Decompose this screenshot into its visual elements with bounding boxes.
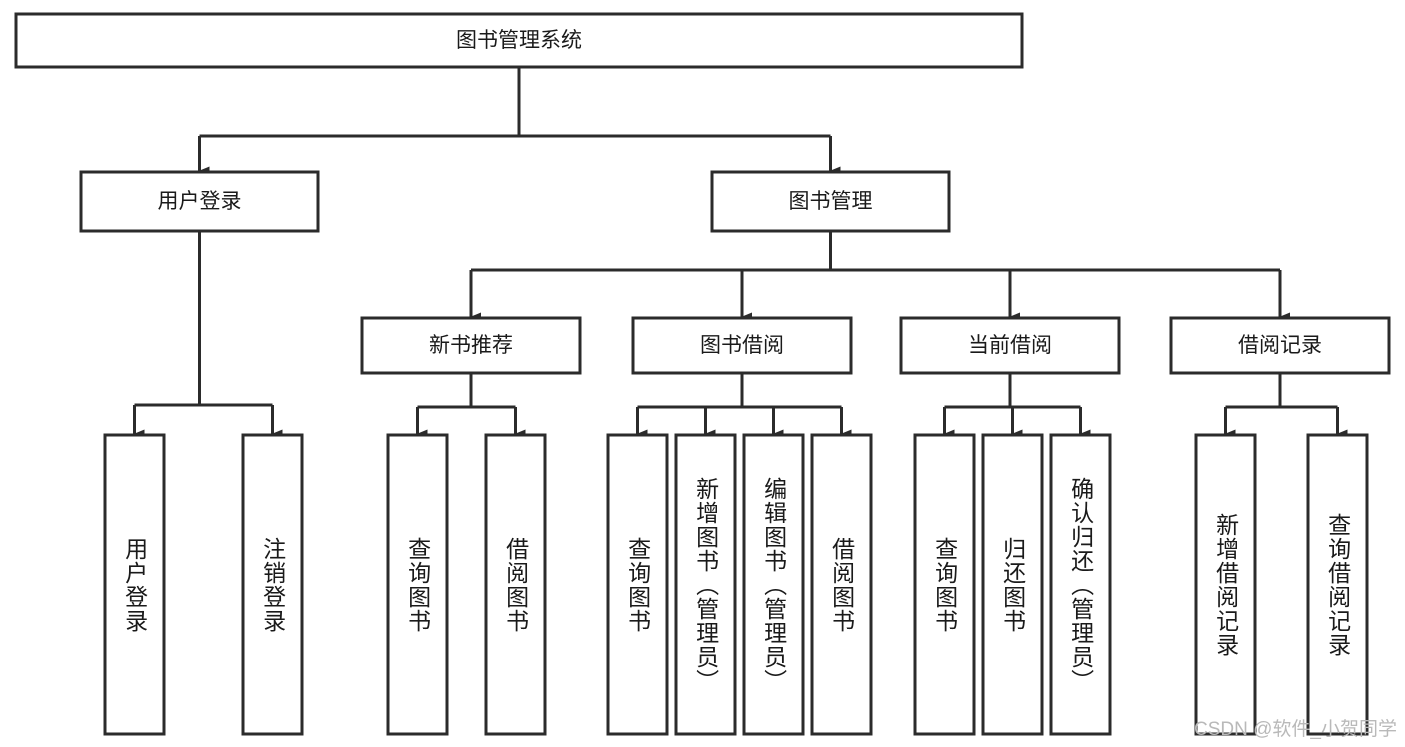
level2-box-label: 用户登录 xyxy=(158,190,242,213)
leaf-box-12[interactable] xyxy=(1194,433,1257,736)
leaf-box-rect[interactable] xyxy=(484,433,547,736)
level3-box-3[interactable]: 当前借阅 xyxy=(899,316,1121,375)
leaf-box-3[interactable] xyxy=(386,433,449,736)
leaf-box-rect[interactable] xyxy=(981,433,1044,736)
level2-box-1[interactable]: 用户登录 xyxy=(79,170,320,233)
leaf-box-9[interactable] xyxy=(913,433,976,736)
leaf-box-rect[interactable] xyxy=(810,433,873,736)
leaf-box-4[interactable] xyxy=(484,433,547,736)
leaf-box-rect[interactable] xyxy=(1306,433,1369,736)
level3-box-label: 新书推荐 xyxy=(429,334,513,357)
leaf-box-rect[interactable] xyxy=(1049,433,1112,736)
leaf-box-rect[interactable] xyxy=(674,433,737,736)
leaf-box-rect[interactable] xyxy=(913,433,976,736)
leaf-box-rect[interactable] xyxy=(606,433,669,736)
level3-box-4[interactable]: 借阅记录 xyxy=(1169,316,1391,375)
level2-box-2[interactable]: 图书管理 xyxy=(710,170,951,233)
level3-box-2[interactable]: 图书借阅 xyxy=(631,316,853,375)
level3-box-1[interactable]: 新书推荐 xyxy=(360,316,582,375)
leaf-box-rect[interactable] xyxy=(742,433,805,736)
level2-box-rect[interactable] xyxy=(79,170,320,233)
level3-box-label: 借阅记录 xyxy=(1238,334,1322,357)
level3-box-rect[interactable] xyxy=(360,316,582,375)
root-box-1[interactable]: 图书管理系统 xyxy=(14,12,1024,69)
leaf-box-13[interactable] xyxy=(1306,433,1369,736)
root-box-rect[interactable] xyxy=(14,12,1024,69)
leaf-box-rect[interactable] xyxy=(386,433,449,736)
leaf-box-1[interactable] xyxy=(103,433,166,736)
level3-box-rect[interactable] xyxy=(1169,316,1391,375)
level3-box-rect[interactable] xyxy=(631,316,853,375)
leaf-box-8[interactable] xyxy=(810,433,873,736)
root-box-label: 图书管理系统 xyxy=(456,29,582,52)
leaf-box-rect[interactable] xyxy=(103,433,166,736)
leaf-box-2[interactable] xyxy=(241,433,304,736)
leaf-box-5[interactable] xyxy=(606,433,669,736)
edges-layer xyxy=(133,67,1348,439)
watermark: CSDN @软件_小贺同学 xyxy=(1194,719,1397,740)
level2-box-label: 图书管理 xyxy=(789,190,873,213)
level2-box-rect[interactable] xyxy=(710,170,951,233)
leaf-box-6[interactable] xyxy=(674,433,737,736)
leaf-box-10[interactable] xyxy=(981,433,1044,736)
level3-box-rect[interactable] xyxy=(899,316,1121,375)
level3-box-label: 图书借阅 xyxy=(700,334,784,357)
leaf-box-rect[interactable] xyxy=(241,433,304,736)
leaf-box-11[interactable] xyxy=(1049,433,1112,736)
leaf-box-7[interactable] xyxy=(742,433,805,736)
leaf-box-rect[interactable] xyxy=(1194,433,1257,736)
level3-box-label: 当前借阅 xyxy=(968,334,1052,357)
